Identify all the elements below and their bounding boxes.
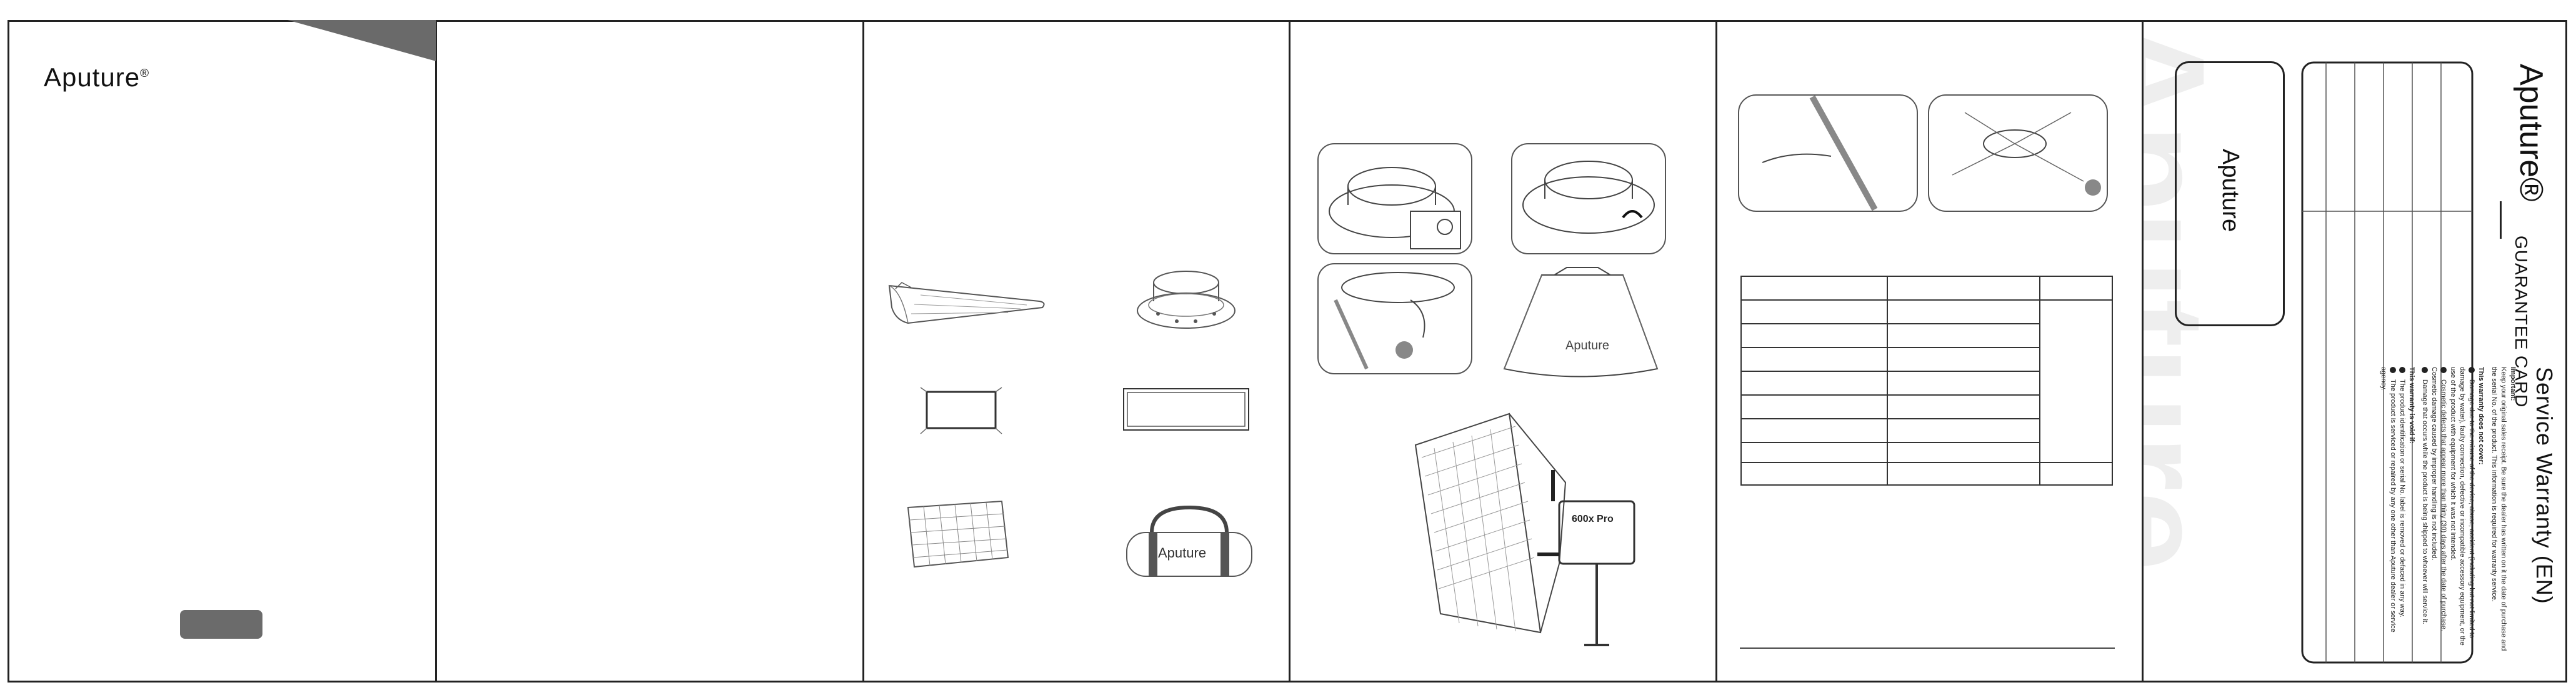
fold-divider-5: [2142, 20, 2144, 682]
brand-logo: Aputure®: [44, 62, 149, 92]
title-separator: [2500, 201, 2502, 239]
brand-name: Aputure: [44, 62, 141, 92]
registered-mark: ®: [140, 67, 150, 80]
outer-diffuser-illustration: [1123, 388, 1249, 431]
not-cover-item: Damage that occurs while the product is …: [2420, 367, 2429, 654]
bullet-icon: [2468, 367, 2475, 373]
document-frame: [7, 20, 2567, 682]
warranty-panel: Aputure Aputure Aputure® GUARANTEE CARD …: [2144, 20, 2567, 682]
light-with-softbox-illustration: [1414, 412, 1635, 646]
assembly-panel-b: [1717, 20, 2142, 682]
bullet-icon: [2399, 367, 2405, 373]
warranty-registered-mark: ®: [2513, 178, 2549, 202]
softbox-logo: Aputure: [1565, 339, 1610, 352]
bullet-icon: [2440, 367, 2447, 373]
carrying-bag-illustration: [1126, 505, 1252, 577]
assembly-step-4-illustration: [1503, 267, 1659, 378]
important-body: Keep your original sales receipt. Be sur…: [2490, 367, 2507, 651]
assembly-step-3-illustration: [1317, 263, 1472, 374]
not-cover-heading: This warranty does not cover:: [2477, 367, 2485, 465]
inner-diffuser-illustration: [920, 387, 1002, 434]
assembly-step-5-illustration: [1738, 94, 1918, 212]
fold-divider-3: [1289, 20, 1290, 682]
bullet-icon: [2389, 367, 2396, 373]
stamp-logo: Aputure: [2217, 149, 2244, 232]
fold-divider-1: [435, 20, 437, 682]
warranty-brand-name: Aputure: [2513, 64, 2549, 178]
corner-triangle: [287, 20, 436, 61]
assembly-step-6-illustration: [1928, 94, 2108, 212]
rounded-label-box: [180, 610, 262, 639]
assembly-step-1-illustration: [1317, 143, 1472, 254]
registration-grid: [2301, 61, 2474, 664]
cover-panel: Aputure®: [7, 20, 435, 682]
bullet-icon: [2421, 367, 2428, 373]
service-warranty-title: Service Warranty (EN): [2532, 367, 2557, 604]
void-item: The product is serviced or repaired by a…: [2380, 367, 2397, 632]
blank-panel: [437, 20, 862, 682]
warranty-text-block: Important: Keep your original sales rece…: [2379, 367, 2517, 654]
important-heading: Important:: [2509, 367, 2517, 401]
footer-rule: [1740, 648, 2115, 649]
contents-panel: Aputure: [864, 20, 1289, 682]
bag-logo: Aputure: [1158, 545, 1207, 561]
not-cover-item: Cosmetic defects that appear more than t…: [2430, 367, 2447, 631]
not-cover-item: Damage due to the misuse of the device, …: [2449, 367, 2475, 646]
grid-illustration: [907, 500, 1009, 568]
void-heading: This warranty is void if:: [2408, 367, 2415, 444]
folded-softbox-illustration: [888, 282, 1045, 324]
spec-table: [1740, 276, 2113, 486]
void-item: The product identification or serial No.…: [2397, 367, 2407, 654]
fold-divider-4: [1715, 20, 1717, 682]
assembly-step-2-illustration: [1511, 143, 1666, 254]
dealer-stamp-box: [2175, 61, 2285, 326]
warranty-brand-logo: Aputure®: [2512, 64, 2550, 201]
assembly-panel-a: Aputure 600x Pro: [1290, 20, 1715, 682]
speed-ring-illustration: [1137, 271, 1236, 329]
light-model-label: 600x Pro: [1572, 514, 1614, 524]
fold-divider-2: [862, 20, 864, 682]
